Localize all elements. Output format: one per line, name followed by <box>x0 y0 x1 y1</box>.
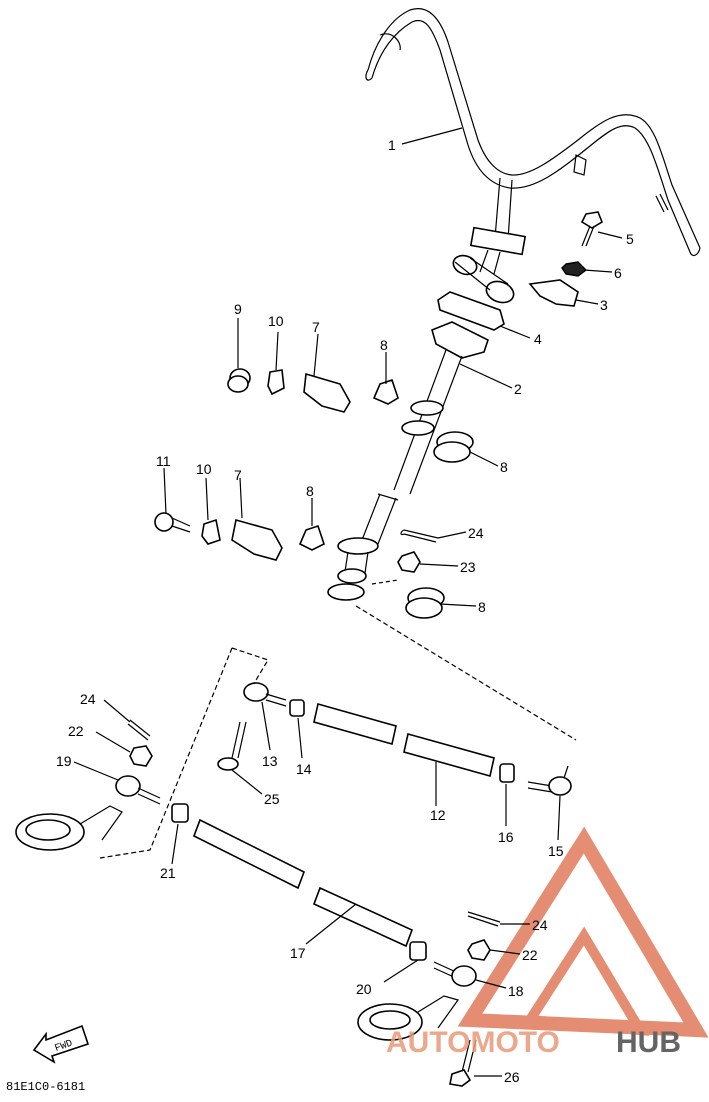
bolt-25 <box>217 721 247 771</box>
leader-lines <box>73 127 623 1077</box>
clamp-8-lower <box>298 524 325 551</box>
nut-22-left <box>129 745 153 767</box>
locknut-20 <box>409 941 427 961</box>
rod-end-13 <box>243 682 287 707</box>
bushing-8-lower <box>405 587 445 619</box>
locknut-14 <box>289 699 305 717</box>
bushing-8-upper <box>433 431 474 463</box>
callout-25: 25 <box>264 791 280 807</box>
callouts: 1 2 3 4 5 6 7 7 8 8 8 8 9 10 10 11 12 13… <box>56 137 634 1085</box>
watermark-text-secondary: HUB <box>616 1026 681 1059</box>
shaft-2 <box>327 321 489 601</box>
rod-sleeve-17 <box>312 886 414 948</box>
locknut-16 <box>499 763 515 783</box>
callout-13: 13 <box>262 753 278 769</box>
nut-23 <box>397 551 421 573</box>
callout-24-left: 24 <box>80 691 96 707</box>
callout-9: 9 <box>234 301 242 317</box>
clamp-7-lower <box>231 518 283 561</box>
cotter-pin-24-right <box>467 911 501 927</box>
callout-15: 15 <box>548 843 564 859</box>
rod-end-18 <box>433 961 477 987</box>
callout-24-upper: 24 <box>468 525 484 541</box>
rod-end-19 <box>115 775 161 805</box>
nut-22-right <box>467 939 491 961</box>
rod-lower <box>192 818 306 890</box>
callout-6: 6 <box>614 265 622 281</box>
callout-16: 16 <box>498 829 514 845</box>
watermark-logo: AUTOMOTO HUB <box>386 826 709 1059</box>
cotter-pin-24-left <box>127 719 151 741</box>
callout-8-upper-left: 8 <box>380 337 388 353</box>
locknut-21 <box>171 803 189 823</box>
callout-19: 19 <box>56 753 72 769</box>
callout-3: 3 <box>600 297 608 313</box>
clamp-8-upper <box>372 378 399 405</box>
callout-14: 14 <box>296 761 312 777</box>
callout-10-upper: 10 <box>268 313 284 329</box>
callout-4: 4 <box>534 331 542 347</box>
callout-24-right: 24 <box>532 917 548 933</box>
callout-26: 26 <box>504 1069 520 1085</box>
callout-8-upper-right: 8 <box>500 459 508 475</box>
pitman-arm-right <box>357 995 459 1041</box>
bolt-11 <box>154 512 191 533</box>
callout-8-lower-right: 8 <box>478 599 486 615</box>
rod-sleeve-12 <box>403 733 495 777</box>
callout-7-lower: 7 <box>234 467 242 483</box>
reference-line-left <box>99 647 269 859</box>
callout-22-left: 22 <box>68 723 84 739</box>
drawing-code: 81E1C0-6181 <box>6 1080 85 1094</box>
rod-upper <box>313 703 397 745</box>
rod-end-15 <box>527 765 572 796</box>
callout-11: 11 <box>156 453 171 469</box>
callout-18: 18 <box>508 983 524 999</box>
pitman-arm-left <box>15 805 123 851</box>
holder-lower-4 <box>437 291 505 331</box>
cotter-pin-24-upper <box>400 529 439 543</box>
handlebar <box>365 8 701 304</box>
reference-line-upper <box>355 605 577 741</box>
nut-6 <box>561 261 588 277</box>
callout-17: 17 <box>290 945 306 961</box>
callout-22-right: 22 <box>522 947 538 963</box>
bolt-5 <box>580 211 603 247</box>
callout-1: 1 <box>388 137 396 153</box>
clamp-7-upper <box>303 372 351 413</box>
callout-5: 5 <box>626 231 634 247</box>
holder-upper-3 <box>528 279 579 307</box>
callout-7-upper: 7 <box>312 319 320 335</box>
callout-12: 12 <box>430 807 446 823</box>
washer-10-upper <box>267 369 285 396</box>
fwd-arrow-icon: FWD <box>32 1024 90 1064</box>
washer-10-lower <box>201 518 221 545</box>
callout-20: 20 <box>356 981 372 997</box>
callout-2: 2 <box>514 381 522 397</box>
callout-10-lower: 10 <box>196 461 212 477</box>
callout-8-lower-left: 8 <box>306 483 314 499</box>
watermark-text-primary: AUTOMOTO <box>386 1026 560 1059</box>
damper-9 <box>227 368 251 393</box>
callout-21: 21 <box>160 865 176 881</box>
bolt-26 <box>449 1039 477 1087</box>
callout-23: 23 <box>460 559 476 575</box>
